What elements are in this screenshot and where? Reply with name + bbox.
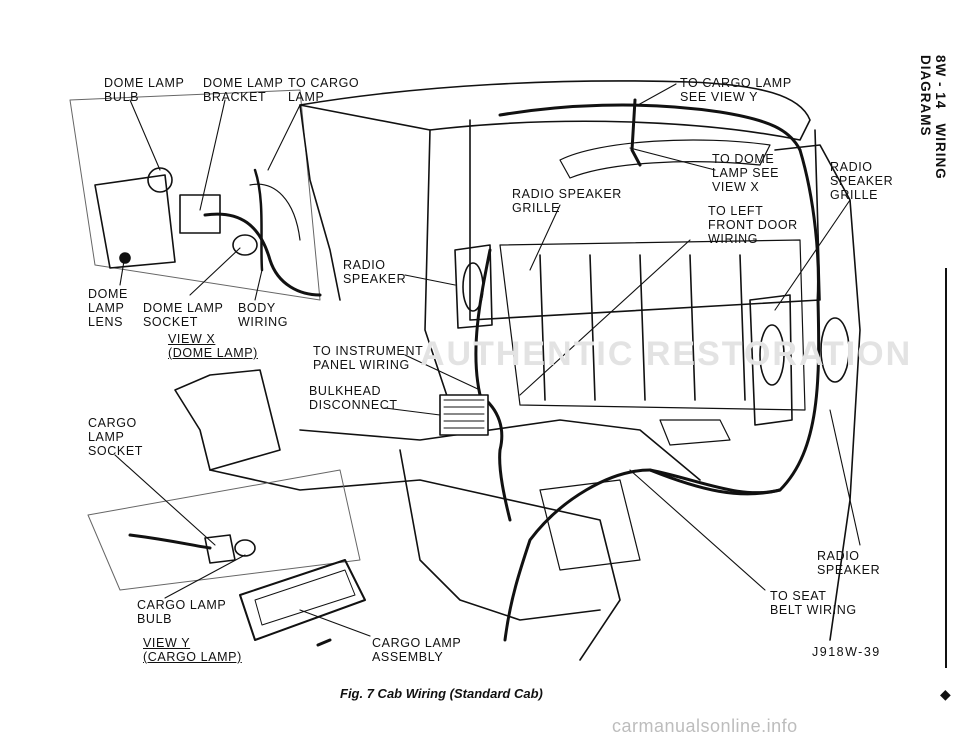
side-rule (945, 268, 947, 668)
dome-lamp-lens-label: DOME LAMP LENS (88, 287, 128, 329)
to-seat-belt-wiring-label: TO SEAT BELT WIRING (770, 589, 857, 617)
dome-lamp-bulb-shape (147, 167, 173, 193)
leader-lines (114, 83, 861, 637)
watermark: AUTHENTIC RESTORATION (420, 335, 913, 373)
cab-floor (174, 369, 731, 661)
dome-lamp-socket-label: DOME LAMP SOCKET (143, 301, 224, 329)
cargo-lamp-socket-label: CARGO LAMP SOCKET (88, 416, 143, 458)
diamond-bullet-icon: ◆ (940, 686, 951, 702)
dome-lamp-bracket-label: DOME LAMP BRACKET (203, 76, 284, 104)
bulkhead-disconnect-shape (439, 394, 489, 436)
to-instrument-panel-wiring-label: TO INSTRUMENT PANEL WIRING (313, 344, 424, 372)
view-y-label: VIEW Y (CARGO LAMP) (143, 636, 242, 664)
footer-url: carmanualsonline.info (612, 716, 798, 736)
radio-speaker-grille-left-label: RADIO SPEAKER GRILLE (512, 187, 622, 215)
to-cargo-lamp-label: TO CARGO LAMP (288, 76, 360, 104)
cab-body (299, 80, 861, 641)
section-number: 8W - 14 (933, 55, 948, 110)
wiring-harness (474, 98, 821, 642)
radio-speaker-right-label: RADIO SPEAKER (817, 549, 881, 577)
cargo-lamp-assembly-label: CARGO LAMP ASSEMBLY (372, 636, 462, 664)
figure-code: J918W-39 (812, 645, 881, 659)
side-header: 8W - 14 WIRING DIAGRAMS (918, 55, 948, 265)
radio-speaker-grille-right-label: RADIO SPEAKER GRILLE (830, 160, 894, 202)
dome-lamp-inset (69, 89, 322, 301)
dome-lamp-socket-shape (232, 234, 258, 256)
section-title: WIRING DIAGRAMS (918, 55, 948, 180)
body-wiring-label: BODY WIRING (238, 301, 289, 329)
radio-speaker-left-label: RADIO SPEAKER (343, 258, 407, 286)
to-cargo-lamp-see-view-y-label: TO CARGO LAMP SEE VIEW Y (680, 76, 792, 104)
bulkhead-disconnect-label: BULKHEAD DISCONNECT (309, 384, 398, 412)
to-left-front-door-wiring-label: TO LEFT FRONT DOOR WIRING (708, 204, 798, 246)
dome-lamp-lens-shape (94, 174, 176, 269)
cargo-lamp-bulb-label: CARGO LAMP BULB (137, 598, 227, 626)
view-x-label: VIEW X (DOME LAMP) (168, 332, 258, 360)
figure-caption: Fig. 7 Cab Wiring (Standard Cab) (340, 686, 543, 701)
speakers (454, 244, 850, 426)
to-dome-lamp-see-view-x-label: TO DOME LAMP SEE VIEW X (712, 152, 780, 194)
cargo-lamp-inset (87, 469, 366, 647)
dome-lamp-bulb-label: DOME LAMP BULB (104, 76, 185, 104)
